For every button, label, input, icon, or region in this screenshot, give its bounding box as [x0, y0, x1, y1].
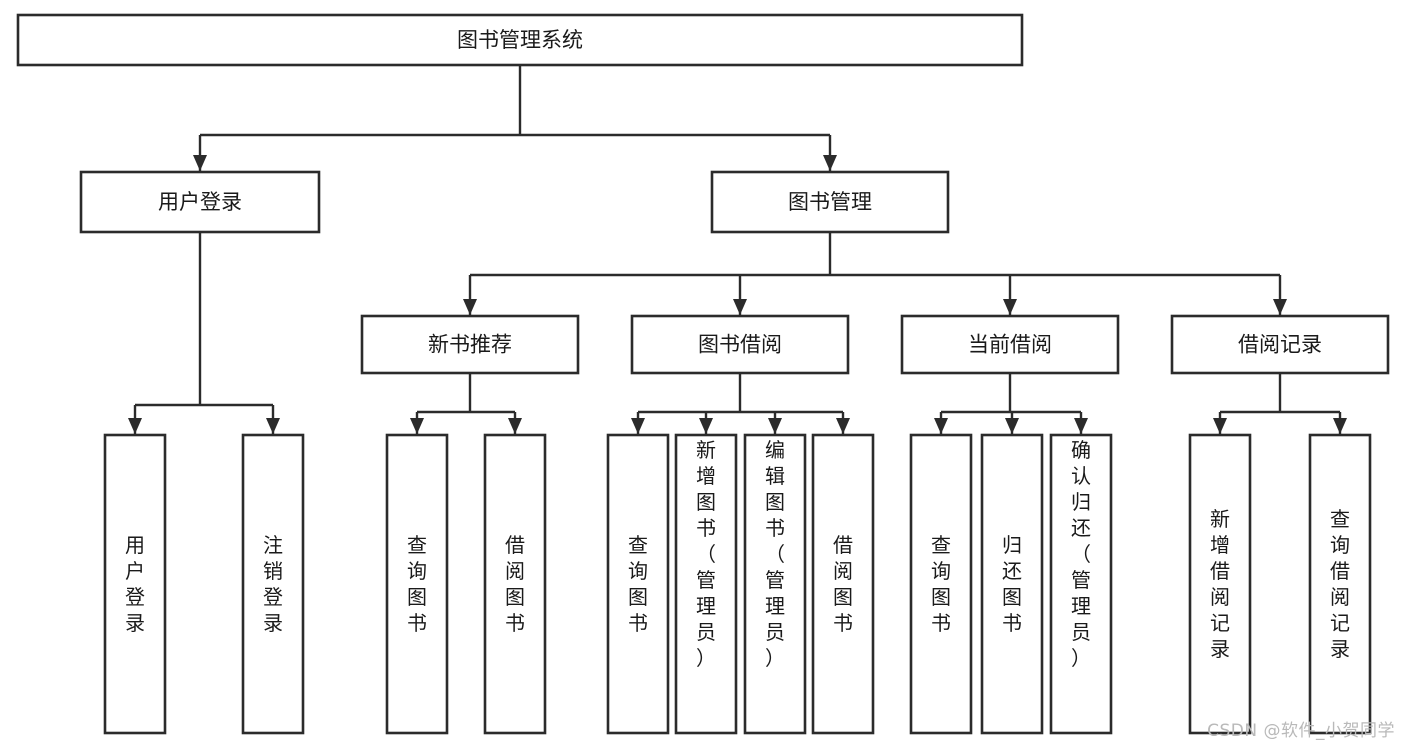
arrow-head-icon	[410, 418, 424, 434]
leaf-user-login-0[interactable]: 用户登录	[103, 433, 167, 735]
node-borrow-record-label: 借阅记录	[1238, 333, 1322, 357]
leaf-confirm-return-admin-10[interactable]: 确认归还（管理员）	[1049, 433, 1113, 735]
arrow-head-icon	[463, 299, 477, 315]
leaf-borrow-book-3-label: 借阅图书	[505, 533, 525, 635]
node-current-borrow[interactable]: 当前借阅	[900, 314, 1120, 375]
leaf-edit-book-admin-6-label: 编辑图书（管理员）	[765, 438, 785, 670]
arrow-head-icon	[193, 155, 207, 171]
arrow-head-icon	[631, 418, 645, 434]
leaf-query-borrow-record-12[interactable]: 查询借阅记录	[1308, 433, 1372, 735]
connectors-layer	[128, 65, 1347, 434]
arrow-head-icon	[699, 418, 713, 434]
leaf-add-borrow-record-11-label: 新增借阅记录	[1210, 507, 1230, 661]
leaf-add-book-admin-5[interactable]: 新增图书（管理员）	[674, 433, 738, 735]
leaf-logout-1-label: 注销登录	[263, 533, 283, 635]
leaf-edit-book-admin-6-box[interactable]	[743, 433, 807, 735]
leaf-borrow-book-7-box[interactable]	[811, 433, 875, 735]
leaf-add-book-admin-5-label: 新增图书（管理员）	[696, 438, 716, 670]
arrow-head-icon	[1005, 418, 1019, 434]
node-book-management-label: 图书管理	[788, 190, 872, 214]
leaf-add-borrow-record-11-box[interactable]	[1188, 433, 1252, 735]
node-book-management[interactable]: 图书管理	[710, 170, 950, 234]
leaf-borrow-book-3[interactable]: 借阅图书	[483, 433, 547, 735]
leaf-query-book-8[interactable]: 查询图书	[909, 433, 973, 735]
node-current-borrow-label: 当前借阅	[968, 333, 1052, 357]
leaf-query-book-8-box[interactable]	[909, 433, 973, 735]
arrow-head-icon	[1003, 299, 1017, 315]
arrow-head-icon	[768, 418, 782, 434]
leaf-query-book-4[interactable]: 查询图书	[606, 433, 670, 735]
arrow-head-icon	[128, 418, 142, 434]
leaf-query-book-2-box[interactable]	[385, 433, 449, 735]
leaf-query-book-2[interactable]: 查询图书	[385, 433, 449, 735]
leaf-edit-book-admin-6[interactable]: 编辑图书（管理员）	[743, 433, 807, 735]
leaf-logout-1[interactable]: 注销登录	[241, 433, 305, 735]
leaf-confirm-return-admin-10-label: 确认归还（管理员）	[1071, 438, 1091, 670]
leaf-return-book-9-label: 归还图书	[1002, 533, 1022, 635]
csdn-watermark: CSDN @软件_小贺同学	[1207, 721, 1395, 741]
leaf-query-borrow-record-12-label: 查询借阅记录	[1330, 507, 1350, 661]
arrow-head-icon	[1273, 299, 1287, 315]
node-book-management-box[interactable]	[710, 170, 950, 234]
leaf-return-book-9-box[interactable]	[980, 433, 1044, 735]
leaf-add-book-admin-5-box[interactable]	[674, 433, 738, 735]
node-borrow-record[interactable]: 借阅记录	[1170, 314, 1390, 375]
node-new-book-recommend-box[interactable]	[360, 314, 580, 375]
leaf-borrow-book-7[interactable]: 借阅图书	[811, 433, 875, 735]
arrow-head-icon	[733, 299, 747, 315]
leaf-add-borrow-record-11[interactable]: 新增借阅记录	[1188, 433, 1252, 735]
leaf-user-login-0-label: 用户登录	[125, 533, 145, 635]
leaf-query-book-2-label: 查询图书	[407, 533, 427, 635]
node-new-book-recommend-label: 新书推荐	[428, 333, 512, 357]
arrow-head-icon	[508, 418, 522, 434]
arrow-head-icon	[1213, 418, 1227, 434]
node-current-borrow-box[interactable]	[900, 314, 1120, 375]
arrow-head-icon	[1333, 418, 1347, 434]
node-user-login[interactable]: 用户登录	[79, 170, 321, 234]
node-book-borrow-label: 图书借阅	[698, 333, 782, 357]
node-book-management-system-box[interactable]	[16, 13, 1024, 67]
leaf-user-login-0-box[interactable]	[103, 433, 167, 735]
leaf-borrow-book-3-box[interactable]	[483, 433, 547, 735]
node-book-borrow-box[interactable]	[630, 314, 850, 375]
leaf-logout-1-box[interactable]	[241, 433, 305, 735]
leaf-query-borrow-record-12-box[interactable]	[1308, 433, 1372, 735]
leaf-query-book-4-label: 查询图书	[628, 533, 648, 635]
node-user-login-box[interactable]	[79, 170, 321, 234]
leaf-confirm-return-admin-10-box[interactable]	[1049, 433, 1113, 735]
node-user-login-label: 用户登录	[158, 190, 242, 214]
node-borrow-record-box[interactable]	[1170, 314, 1390, 375]
arrow-head-icon	[836, 418, 850, 434]
node-book-borrow[interactable]: 图书借阅	[630, 314, 850, 375]
nodes-layer: 图书管理系统用户登录图书管理新书推荐图书借阅当前借阅借阅记录用户登录注销登录查询…	[16, 13, 1390, 735]
node-book-management-system-label: 图书管理系统	[457, 28, 583, 52]
arrow-head-icon	[266, 418, 280, 434]
leaf-return-book-9[interactable]: 归还图书	[980, 433, 1044, 735]
leaf-borrow-book-7-label: 借阅图书	[833, 533, 853, 635]
arrow-head-icon	[1074, 418, 1088, 434]
node-new-book-recommend[interactable]: 新书推荐	[360, 314, 580, 375]
node-book-management-system[interactable]: 图书管理系统	[16, 13, 1024, 67]
arrow-head-icon	[823, 155, 837, 171]
leaf-query-book-8-label: 查询图书	[931, 533, 951, 635]
leaf-query-book-4-box[interactable]	[606, 433, 670, 735]
arrow-head-icon	[934, 418, 948, 434]
